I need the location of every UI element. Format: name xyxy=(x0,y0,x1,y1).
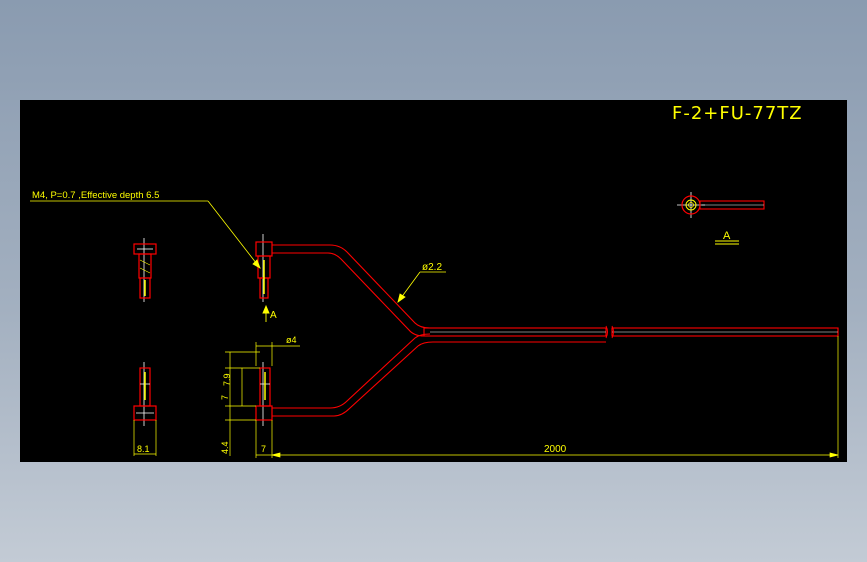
dim-7-bottom-label: 7 xyxy=(261,444,266,454)
dim-width-label: 8.1 xyxy=(137,444,150,454)
dim-4-4-label: 4.4 xyxy=(220,441,230,454)
view-a-arrow xyxy=(262,304,270,322)
cad-drawing: F-2+FU-77TZ 8.1 xyxy=(30,103,839,458)
view-a-detail xyxy=(677,192,765,245)
horizontal-dimensions xyxy=(255,336,839,458)
thread-note-label: M4, P=0.7 ,Effective depth 6.5 xyxy=(32,190,159,201)
head-diameter-label: ø4 xyxy=(286,335,297,345)
view-a-label: A xyxy=(723,230,731,242)
dim-7-left-label: 7 xyxy=(220,395,230,400)
left-fitting-top-view xyxy=(133,238,157,302)
upper-fiber-tube xyxy=(272,244,839,337)
dim-7-9-label: 7.9 xyxy=(222,373,232,386)
main-fitting-bottom-head xyxy=(255,362,273,426)
dim-length-label: 2000 xyxy=(544,444,567,455)
tube-diameter-label: ø2.2 xyxy=(422,262,442,273)
vertical-dimensions xyxy=(225,351,260,456)
main-fitting-top-head xyxy=(255,234,273,302)
left-fitting-bottom-view xyxy=(133,362,157,456)
thread-note-leader xyxy=(30,200,261,269)
lower-fiber-tube xyxy=(272,333,606,417)
cad-drawing-canvas[interactable]: F-2+FU-77TZ 8.1 xyxy=(20,100,847,462)
head-diameter-dimension xyxy=(255,342,300,366)
view-a-marker: A xyxy=(270,310,277,321)
tube-diameter-leader xyxy=(397,271,446,303)
merged-tube xyxy=(423,325,839,339)
drawing-title: F-2+FU-77TZ xyxy=(672,103,803,124)
